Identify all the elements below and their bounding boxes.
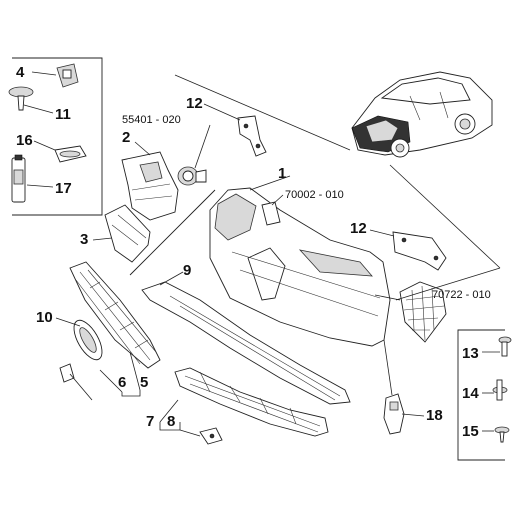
sensor-ref-55401-020 — [177, 166, 207, 186]
main-assembly-bracket — [129, 189, 216, 276]
leader-12-top — [203, 103, 241, 121]
car-diagonal-line-1 — [174, 74, 351, 151]
callout-15: 15 — [462, 423, 479, 440]
callout-2: 2 — [122, 129, 130, 146]
leader-2 — [134, 141, 151, 156]
reference-70722-010: 70722 - 010 — [432, 289, 491, 301]
clip-part-4 — [56, 63, 79, 88]
bracket-part-12-top — [237, 115, 267, 157]
leader-r1 — [194, 124, 211, 169]
leader-16 — [33, 140, 56, 151]
callout-18: 18 — [426, 407, 443, 424]
callout-3: 3 — [80, 231, 88, 248]
callout-7: 7 — [146, 413, 154, 430]
cover-part-8 — [199, 427, 223, 445]
leader-6-5 — [99, 351, 141, 397]
callout-6: 6 — [118, 374, 126, 391]
callout-14: 14 — [462, 385, 479, 402]
grille-ref-70722-010 — [399, 281, 447, 343]
callout-16: 16 — [16, 132, 33, 149]
left-kit-frame — [12, 57, 103, 216]
right-kit-frame — [457, 329, 505, 461]
leader-1 — [249, 175, 291, 191]
leader-9 — [159, 271, 184, 286]
bracket-part-18 — [383, 393, 405, 435]
lower-grille-part-5 — [69, 261, 161, 369]
callout-8: 8 — [167, 413, 175, 430]
bracket-part-12-right — [392, 231, 447, 271]
callout-12-right: 12 — [350, 220, 367, 237]
leader-17 — [26, 184, 54, 188]
leader-r3 — [374, 294, 401, 301]
leader-12-right — [369, 229, 395, 237]
push-rivet-part-11 — [8, 86, 34, 111]
reference-55401-020: 55401 - 020 — [122, 114, 181, 126]
screw-part-15 — [494, 426, 510, 443]
callout-4: 4 — [16, 64, 25, 81]
car-overview-icon — [351, 71, 493, 158]
callout-11: 11 — [55, 106, 71, 123]
car-diagonal-line-2 — [389, 164, 501, 269]
reference-70002-010: 70002 - 010 — [285, 189, 344, 201]
callout-12-top: 12 — [186, 95, 203, 112]
undertray-part-3 — [104, 204, 151, 263]
lower-grille-part-7 — [174, 367, 329, 437]
callout-17: 17 — [55, 180, 72, 197]
bracket-ref-70002-010 — [261, 201, 281, 226]
spray-can-icon — [11, 154, 26, 203]
tow-cover-part-6 — [59, 363, 93, 401]
callout-13: 13 — [462, 345, 479, 362]
leader-18 — [401, 413, 425, 417]
leader-11 — [23, 104, 54, 114]
clip-part-14 — [492, 379, 508, 401]
bumper-to-18-line — [383, 339, 393, 396]
bumper-to-grille-line — [395, 267, 501, 301]
leader-4 — [31, 71, 57, 76]
leader-r2 — [271, 194, 284, 206]
leader-7-8 — [159, 399, 201, 437]
fog-cover-part-10 — [73, 319, 103, 361]
leader-3 — [92, 237, 113, 241]
leader-10 — [55, 317, 81, 327]
sealant-tube-part-16 — [54, 145, 87, 163]
bumper-part-1 — [209, 187, 391, 347]
rivet-part-13 — [498, 336, 512, 357]
callout-1: 1 — [278, 165, 286, 182]
callout-5: 5 — [140, 374, 148, 391]
air-duct-part-2 — [121, 151, 179, 221]
beam-part-9 — [141, 281, 351, 405]
callout-9: 9 — [183, 262, 191, 279]
callout-10: 10 — [36, 309, 53, 326]
